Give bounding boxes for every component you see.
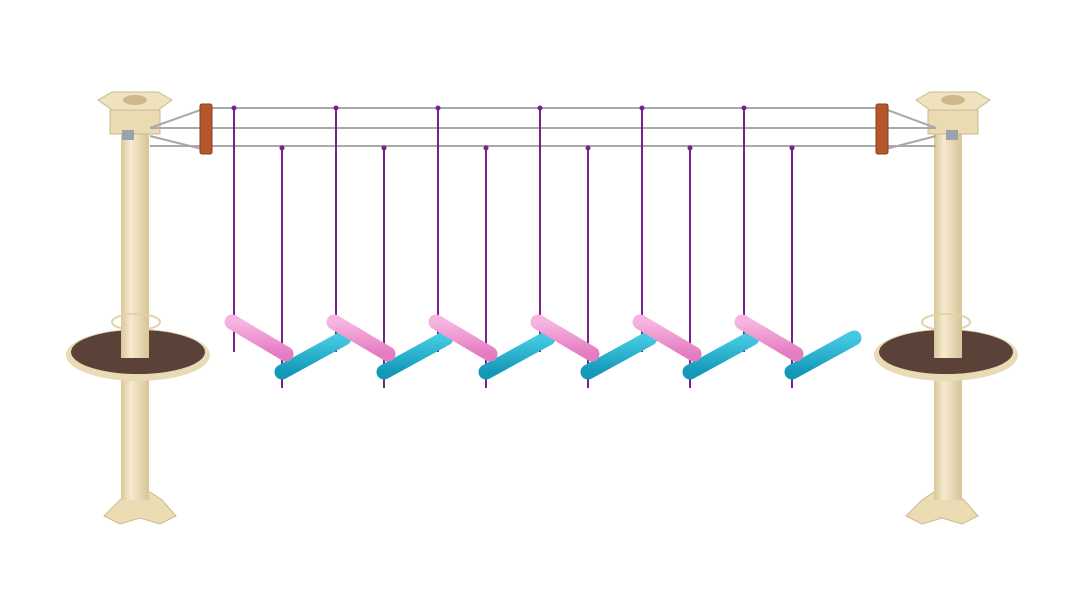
left-post xyxy=(66,91,210,525)
blue-log xyxy=(784,330,862,380)
rope-knot xyxy=(687,145,693,151)
rope-knot xyxy=(537,105,543,111)
rope-knot xyxy=(789,145,795,151)
rope-knot xyxy=(585,145,591,151)
hanging-ropes xyxy=(231,105,795,388)
rope-knot xyxy=(741,105,747,111)
steel-cables xyxy=(149,107,937,151)
blue-log xyxy=(376,330,454,380)
blue-log xyxy=(580,330,658,380)
rope-knot xyxy=(333,105,339,111)
rope-knot xyxy=(381,145,387,151)
rope-knot xyxy=(435,105,441,111)
rope-knot xyxy=(483,145,489,151)
pink-log xyxy=(734,314,804,362)
hanging-logs xyxy=(224,314,862,380)
pink-log xyxy=(632,314,702,362)
rope-knot xyxy=(639,105,645,111)
blue-log xyxy=(682,330,760,380)
pink-log xyxy=(530,314,600,362)
right-cable-brace xyxy=(875,103,889,155)
pink-log xyxy=(326,314,396,362)
rope-knot xyxy=(231,105,237,111)
rope-knot xyxy=(279,145,285,151)
right-post xyxy=(874,91,1018,525)
pink-log xyxy=(224,314,294,362)
blue-log xyxy=(274,330,352,380)
left-cable-brace xyxy=(199,103,213,155)
blue-log xyxy=(478,330,556,380)
pink-log xyxy=(428,314,498,362)
